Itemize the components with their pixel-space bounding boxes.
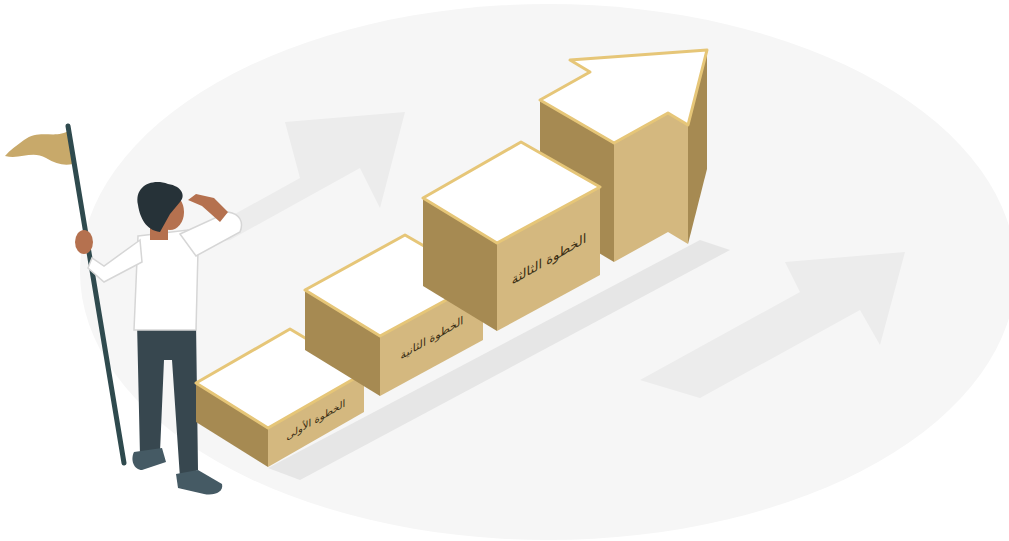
raised-hand xyxy=(188,194,228,222)
shoe xyxy=(132,448,166,470)
step-box: الخطوة الثالثة xyxy=(423,142,600,331)
box-outline xyxy=(423,142,600,331)
flag-pole xyxy=(68,126,124,463)
raised-sleeve xyxy=(180,212,242,256)
hand xyxy=(75,230,93,254)
arrow-top-face xyxy=(540,50,707,143)
arrow-wing-face xyxy=(668,113,688,244)
left-sleeve xyxy=(88,240,142,282)
box-top-face xyxy=(423,142,600,243)
background-ellipse xyxy=(80,4,1009,540)
shoe xyxy=(176,470,222,495)
flag xyxy=(5,130,73,165)
hair xyxy=(137,182,182,232)
